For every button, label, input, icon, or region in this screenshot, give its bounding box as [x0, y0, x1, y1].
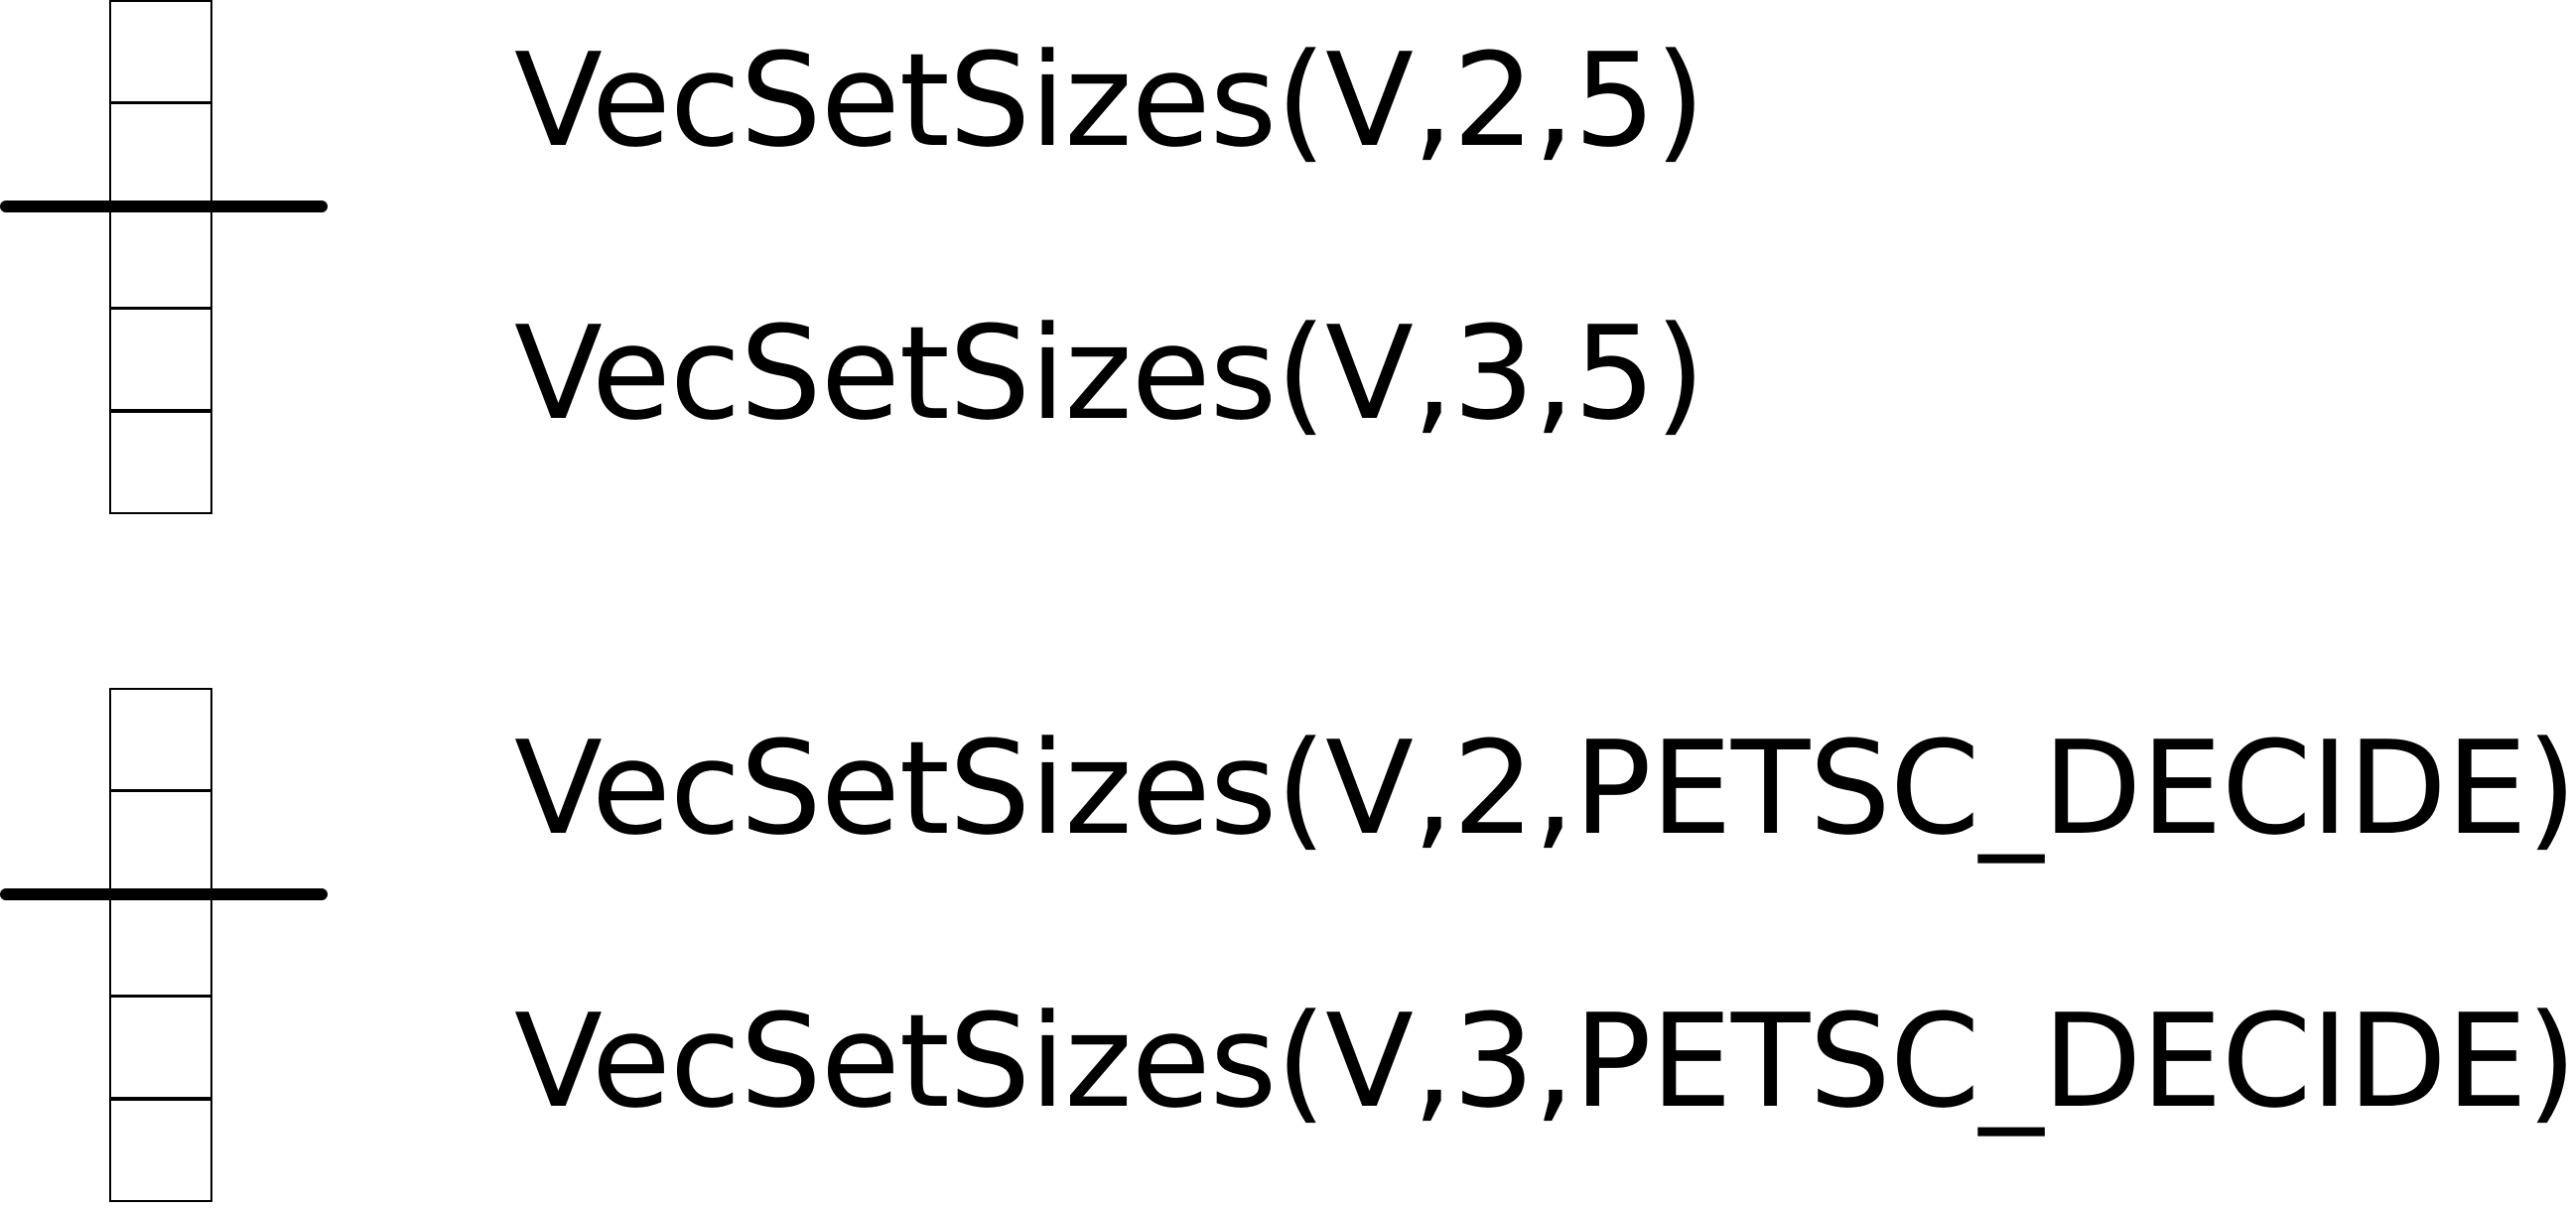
vector-cell: [109, 996, 212, 1099]
vector-cell: [109, 790, 212, 893]
partition-divider: [0, 201, 328, 212]
vector-cell: [109, 1099, 212, 1202]
vector-cell: [109, 308, 212, 411]
vector-cell: [109, 411, 212, 514]
call-label: VecSetSizes(V,3,PETSC_DECIDE): [514, 986, 2576, 1137]
vector-cell: [109, 205, 212, 309]
call-label: VecSetSizes(V,3,5): [514, 298, 1705, 449]
vector-cell: [109, 688, 212, 791]
vector-cell: [109, 893, 212, 997]
partition-divider: [0, 888, 328, 900]
vector-cell: [109, 102, 212, 205]
call-label: VecSetSizes(V,2,PETSC_DECIDE): [514, 713, 2576, 864]
call-label: VecSetSizes(V,2,5): [514, 25, 1705, 176]
vector-cell: [109, 0, 212, 103]
